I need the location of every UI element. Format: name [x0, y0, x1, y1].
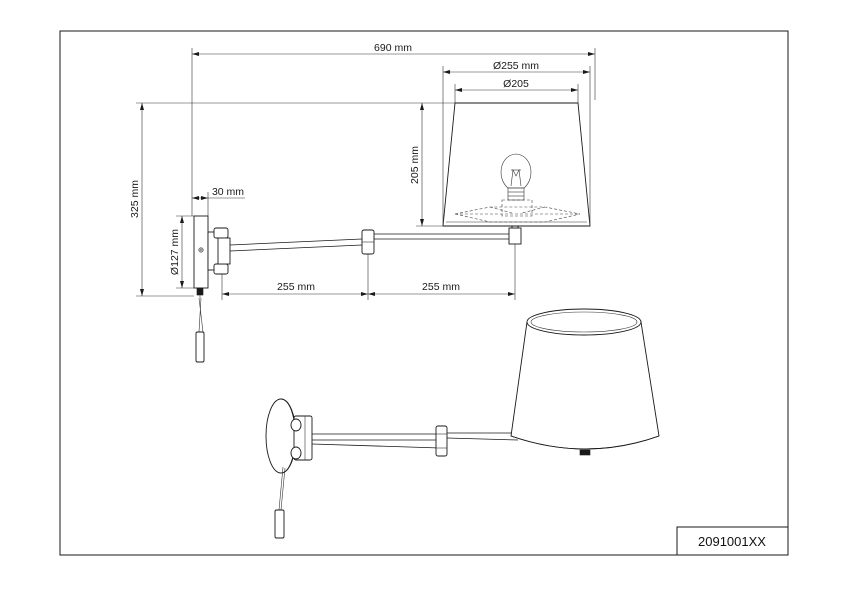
- dim-plate-depth: 30 mm: [212, 186, 244, 198]
- perspective-view: [265, 308, 660, 539]
- lamp-socket: [508, 227, 522, 245]
- dim-shade-outer-diameter: Ø255 mm: [493, 60, 539, 72]
- bulb-icon: [500, 153, 532, 201]
- arm-segment-1: [229, 238, 363, 246]
- dim-shade-inner-diameter: Ø205: [503, 78, 529, 90]
- dim-total-reach: 690 mm: [374, 42, 412, 54]
- article-number-box: 2091001XX: [676, 526, 789, 556]
- perspective-pull-cord: [278, 466, 284, 511]
- dim-shade-height: 205 mm: [409, 146, 421, 184]
- pull-cord-handle: [195, 331, 205, 363]
- perspective-shade: [510, 321, 660, 450]
- side-view: [193, 102, 591, 363]
- perspective-socket: [579, 449, 591, 456]
- lamp-shade: [442, 102, 591, 227]
- drawing-frame: [59, 30, 789, 556]
- dim-arm-segment-2: 255 mm: [422, 281, 460, 293]
- perspective-middle-joint: [435, 425, 448, 457]
- shade-top-rim: [526, 308, 642, 336]
- dimension-lines: [136, 48, 596, 300]
- article-number: 2091001XX: [698, 534, 766, 549]
- dim-overall-height: 325 mm: [129, 180, 141, 218]
- switch-icon: [198, 247, 204, 253]
- dim-plate-diameter: Ø127 mm: [169, 229, 181, 275]
- perspective-pull-handle: [274, 509, 285, 539]
- dim-arm-segment-1: 255 mm: [277, 281, 315, 293]
